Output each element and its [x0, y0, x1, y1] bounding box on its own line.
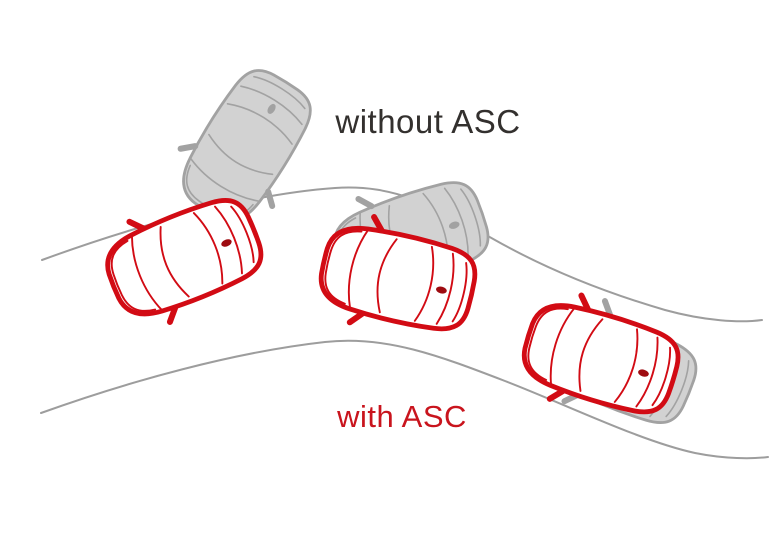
car-roof-antenna [638, 369, 649, 377]
car-side-mirror-right [546, 388, 566, 402]
car-trunk-line [665, 359, 690, 418]
car-windshield-rear-edge [159, 226, 190, 298]
car-rear-window-rear-edge [240, 85, 303, 126]
car-rear-window-rear-edge [443, 187, 469, 258]
car-side-mirror-left [601, 298, 614, 319]
car-roof-antenna [448, 221, 460, 229]
car-roof-antenna [435, 286, 447, 294]
car-side-mirror-left [371, 214, 385, 234]
car-with-asc-stage-1 [105, 198, 264, 325]
car-roof-antenna [221, 239, 232, 247]
car-roof-antenna [267, 103, 276, 114]
car-side-mirror-left [355, 195, 375, 210]
car-with-asc-stage-2 [318, 214, 478, 332]
car-windshield-rear-edge [376, 238, 398, 314]
car-front-bumper-line [527, 307, 569, 381]
car-windshield-front-edge [130, 234, 163, 312]
car-side-mirror-right [265, 188, 276, 209]
car-side-mirror-left [126, 218, 146, 232]
car-body [105, 198, 264, 317]
car-body [521, 303, 681, 415]
car-rear-window-rear-edge [635, 336, 659, 408]
road-edge-bottom [40, 339, 769, 460]
car-front-bumper-line [110, 239, 157, 312]
car-side-mirror-right [166, 304, 179, 325]
car-rear-window-front-edge [192, 212, 224, 285]
car-trunk-line [651, 346, 671, 407]
car-rear-window-rear-edge [435, 252, 455, 325]
cars-layer [105, 69, 698, 424]
car-body [318, 225, 478, 332]
label-without-asc: without ASC [334, 103, 520, 140]
car-rear-window-rear-edge [214, 205, 243, 275]
car-trunk-line [460, 188, 482, 247]
car-side-mirror-left [578, 292, 591, 312]
car-rear-window-front-edge [413, 245, 435, 322]
car-windshield-front-edge [549, 307, 576, 386]
car-with-asc-stage-3 [521, 292, 681, 415]
car-windshield-rear-edge [578, 318, 604, 392]
car-side-mirror-right [346, 310, 366, 326]
car-rear-window-front-edge [613, 328, 639, 403]
car-side-mirror-left [177, 143, 199, 152]
car-trunk-line [253, 75, 306, 110]
car-windshield-rear-edge [208, 133, 274, 176]
label-with-asc: with ASC [336, 399, 467, 434]
car-trunk-line [230, 205, 255, 264]
car-front-bumper-line [324, 230, 363, 305]
car-windshield-front-edge [347, 229, 369, 309]
car-rear-window-front-edge [226, 103, 293, 145]
car-windshield-front-edge [190, 157, 260, 202]
car-trunk-line [451, 261, 468, 323]
